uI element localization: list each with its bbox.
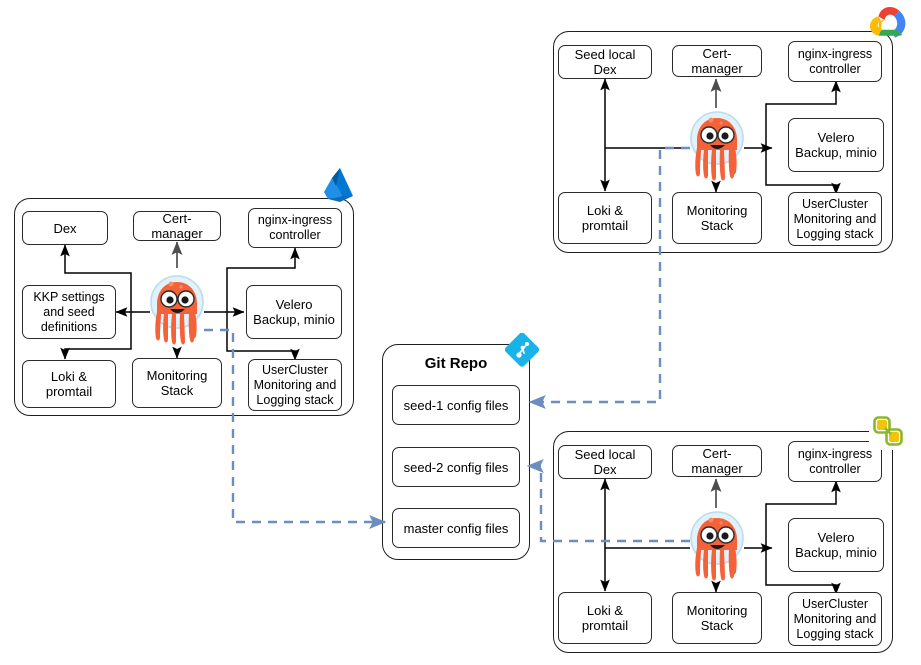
gcp-node-nginx-ingress-controller[interactable]: nginx-ingress controller <box>788 41 882 82</box>
azure-node-usercluster-monitoring-and-logging-stack[interactable]: UserCluster Monitoring and Logging stack <box>248 359 342 411</box>
git-logo <box>504 332 540 369</box>
vsphere-node-monitoring-stack[interactable]: Monitoring Stack <box>672 592 762 644</box>
google-cloud-logo <box>866 2 914 42</box>
azure-kubermatic-octopus-mascot <box>148 268 206 352</box>
vsphere-node-nginx-ingress-controller[interactable]: nginx-ingress controller <box>788 441 882 482</box>
azure-node-kkp-settings-and-seed-definitions[interactable]: KKP settings and seed definitions <box>22 285 116 339</box>
azure-node-dex[interactable]: Dex <box>22 211 108 245</box>
git-repo-title: Git Repo <box>424 355 488 372</box>
git-repo-item-seed-2-config-files[interactable]: seed-2 config files <box>392 447 520 487</box>
gcp-node-loki-and-promtail[interactable]: Loki & promtail <box>558 192 652 244</box>
git-repo-item-master-config-files[interactable]: master config files <box>392 508 520 548</box>
vsphere-node-velero-backup-minio[interactable]: Velero Backup, minio <box>788 518 884 572</box>
vsphere-kubermatic-octopus-mascot <box>688 504 746 588</box>
gcp-node-cert-manager[interactable]: Cert-manager <box>672 45 762 77</box>
vsphere-node-seed-local-dex[interactable]: Seed local Dex <box>558 445 652 479</box>
azure-node-monitoring-stack[interactable]: Monitoring Stack <box>132 358 222 408</box>
gcp-node-usercluster-monitoring-and-logging-stack[interactable]: UserCluster Monitoring and Logging stack <box>788 192 882 246</box>
azure-node-loki-and-promtail[interactable]: Loki & promtail <box>22 360 116 408</box>
vsphere-logo <box>869 412 907 450</box>
azure-logo <box>320 166 358 204</box>
git-repo-item-seed-1-config-files[interactable]: seed-1 config files <box>392 385 520 425</box>
gcp-node-velero-backup-minio[interactable]: Velero Backup, minio <box>788 118 884 172</box>
vsphere-node-loki-and-promtail[interactable]: Loki & promtail <box>558 592 652 644</box>
gcp-node-monitoring-stack[interactable]: Monitoring Stack <box>672 192 762 244</box>
azure-node-nginx-ingress-controller[interactable]: nginx-ingress controller <box>248 208 342 248</box>
gcp-kubermatic-octopus-mascot <box>688 104 746 188</box>
azure-node-velero-backup-minio[interactable]: Velero Backup, minio <box>246 285 342 339</box>
azure-node-cert-manager[interactable]: Cert-manager <box>133 211 221 241</box>
vsphere-node-cert-manager[interactable]: Cert-manager <box>672 445 762 477</box>
vsphere-node-usercluster-monitoring-and-logging-stack[interactable]: UserCluster Monitoring and Logging stack <box>788 592 882 646</box>
gcp-node-seed-local-dex[interactable]: Seed local Dex <box>558 45 652 79</box>
